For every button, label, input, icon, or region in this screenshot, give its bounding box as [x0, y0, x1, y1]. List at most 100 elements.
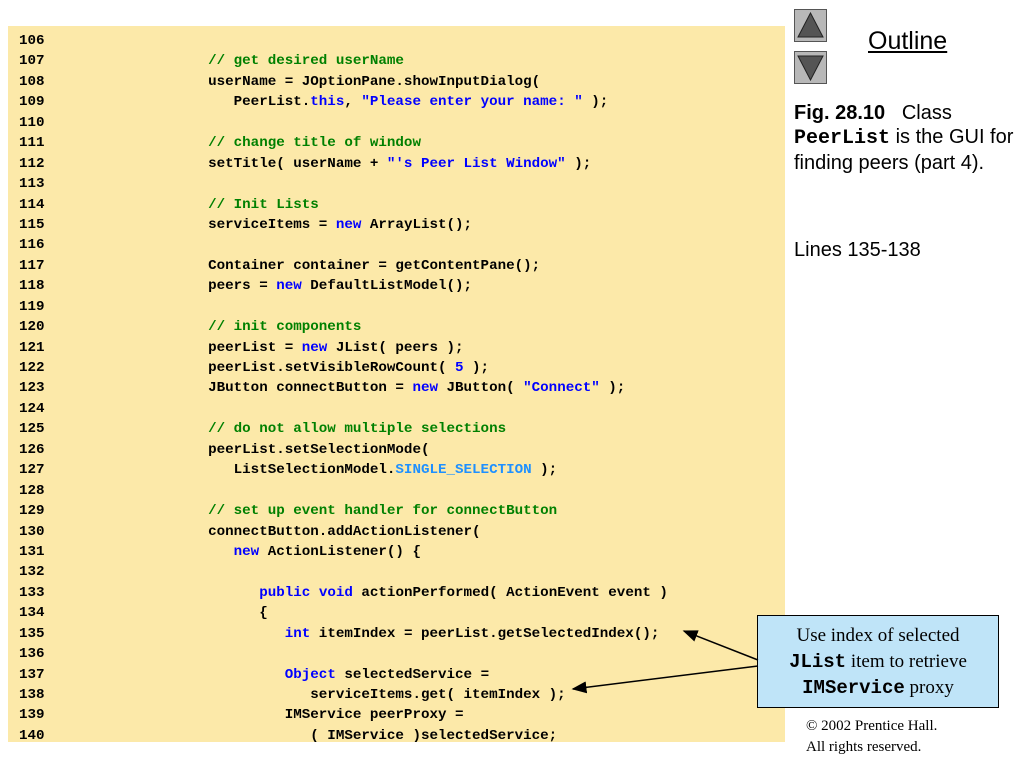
line-number: 123: [19, 380, 45, 397]
code-token: Container container = getContentPane();: [140, 257, 541, 274]
line-number: 109: [19, 94, 45, 111]
line-number: 111: [19, 135, 45, 152]
code-token: connectButton.addActionListener(: [140, 523, 481, 540]
code-token: JButton(: [438, 380, 524, 397]
code-token: actionPerformed( ActionEvent event ): [352, 584, 668, 601]
code-token: // init components: [140, 319, 362, 336]
figure-caption: Fig. 28.10 Class PeerList is the GUI for…: [794, 101, 1022, 175]
line-number: 128: [19, 482, 45, 499]
callout-imservice: IMService: [802, 677, 905, 699]
code-token: [140, 626, 285, 642]
code-line: 140 ( IMService )selectedService;: [19, 726, 668, 742]
code-token: ArrayList();: [361, 216, 473, 233]
code-line: 120 // init components: [19, 317, 668, 337]
code-token: // Init Lists: [140, 196, 319, 213]
triangle-down-icon: [797, 55, 824, 82]
code-token: new: [233, 543, 260, 560]
code-line: 139 IMService peerProxy =: [19, 705, 668, 725]
code-line: 116: [19, 235, 668, 255]
code-line: 121 peerList = new JList( peers );: [19, 338, 668, 358]
line-number: 114: [19, 196, 45, 213]
code-token: "Connect": [523, 380, 600, 397]
line-number: 127: [19, 462, 45, 479]
line-number: 136: [19, 646, 45, 663]
caption-description: is the GUI for finding peers (part 4).: [794, 126, 1014, 174]
line-number: 125: [19, 421, 45, 438]
code-token: peerList.setSelectionMode(: [140, 441, 430, 458]
code-token: ( IMService )selectedService;: [140, 727, 558, 742]
next-slide-button[interactable]: [794, 51, 827, 84]
code-token: userName = JOptionPane.showInputDialog(: [140, 73, 541, 90]
callout-text-3: proxy: [909, 677, 954, 698]
caption-class-name: PeerList: [794, 127, 891, 150]
code-token: "Please enter your name: ": [361, 94, 583, 111]
copyright-line-1: © 2002 Prentice Hall.: [806, 718, 938, 734]
line-number: 129: [19, 503, 45, 520]
triangle-up-icon: [797, 11, 824, 38]
outline-link[interactable]: Outline: [868, 27, 948, 55]
caption-class-word: Class: [901, 102, 952, 124]
code-line: 123 JButton connectButton = new JButton(…: [19, 378, 668, 398]
code-line: 137 Object selectedService =: [19, 665, 668, 685]
code-line: 111 // change title of window: [19, 133, 668, 153]
code-line: 134 {: [19, 603, 668, 623]
copyright-line-2: All rights reserved.: [806, 739, 922, 755]
callout-text-1: Use index of selected: [796, 625, 960, 646]
code-token: setTitle( userName +: [140, 155, 387, 172]
line-number: 118: [19, 278, 45, 295]
code-token: void: [318, 584, 353, 601]
code-token: this: [310, 94, 345, 111]
code-token: 5: [455, 360, 464, 376]
code-token: ListSelectionModel.: [140, 462, 396, 479]
code-line: 130 connectButton.addActionListener(: [19, 522, 668, 542]
line-number: 113: [19, 176, 45, 193]
code-token: ActionListener() {: [259, 543, 421, 560]
line-number: 124: [19, 400, 45, 417]
code-token: [140, 585, 259, 601]
code-token: new: [301, 339, 328, 356]
code-token: itemIndex = peerList.getSelectedIndex();: [310, 625, 660, 642]
callout-box: Use index of selected JList item to retr…: [757, 615, 999, 708]
code-line: 106: [19, 31, 668, 51]
code-line: 115 serviceItems = new ArrayList();: [19, 215, 668, 235]
code-token: );: [565, 155, 592, 172]
code-line: 132: [19, 562, 668, 582]
code-line: 108 userName = JOptionPane.showInputDial…: [19, 72, 668, 92]
callout-jlist: JList: [789, 651, 847, 673]
line-number: 117: [19, 257, 45, 274]
code-line: 138 serviceItems.get( itemIndex );: [19, 685, 668, 705]
code-line: 122 peerList.setVisibleRowCount( 5 );: [19, 358, 668, 378]
code-token: peerList.setVisibleRowCount(: [140, 360, 456, 376]
line-number: 121: [19, 339, 45, 356]
code-token: // get desired userName: [140, 53, 404, 70]
code-line: 114 // Init Lists: [19, 195, 668, 215]
line-number: 106: [19, 33, 45, 49]
code-line: 119: [19, 297, 668, 317]
line-number: 126: [19, 441, 45, 458]
line-number: 139: [19, 707, 45, 724]
code-line: 113: [19, 174, 668, 194]
line-number: 138: [19, 687, 45, 703]
line-number: 133: [19, 584, 45, 601]
line-number: 108: [19, 73, 45, 90]
code-line: 127 ListSelectionModel.SINGLE_SELECTION …: [19, 460, 668, 480]
code-token: );: [599, 380, 626, 397]
line-number: 116: [19, 237, 45, 254]
code-line: 135 int itemIndex = peerList.getSelected…: [19, 624, 668, 644]
code-token: serviceItems.get( itemIndex );: [140, 687, 566, 703]
line-number: 135: [19, 625, 45, 642]
previous-slide-button[interactable]: [794, 9, 827, 42]
line-number: 130: [19, 523, 45, 540]
code-token: JButton connectButton =: [140, 380, 413, 397]
line-number: 112: [19, 155, 45, 172]
code-token: peerList =: [140, 339, 302, 356]
code-token: selectedService =: [335, 666, 490, 683]
line-number: 131: [19, 543, 45, 560]
code-line: 136: [19, 644, 668, 664]
code-token: public: [259, 584, 311, 601]
line-number: 120: [19, 319, 45, 336]
line-number: 132: [19, 564, 45, 581]
code-line: 112 setTitle( userName + "'s Peer List W…: [19, 154, 668, 174]
